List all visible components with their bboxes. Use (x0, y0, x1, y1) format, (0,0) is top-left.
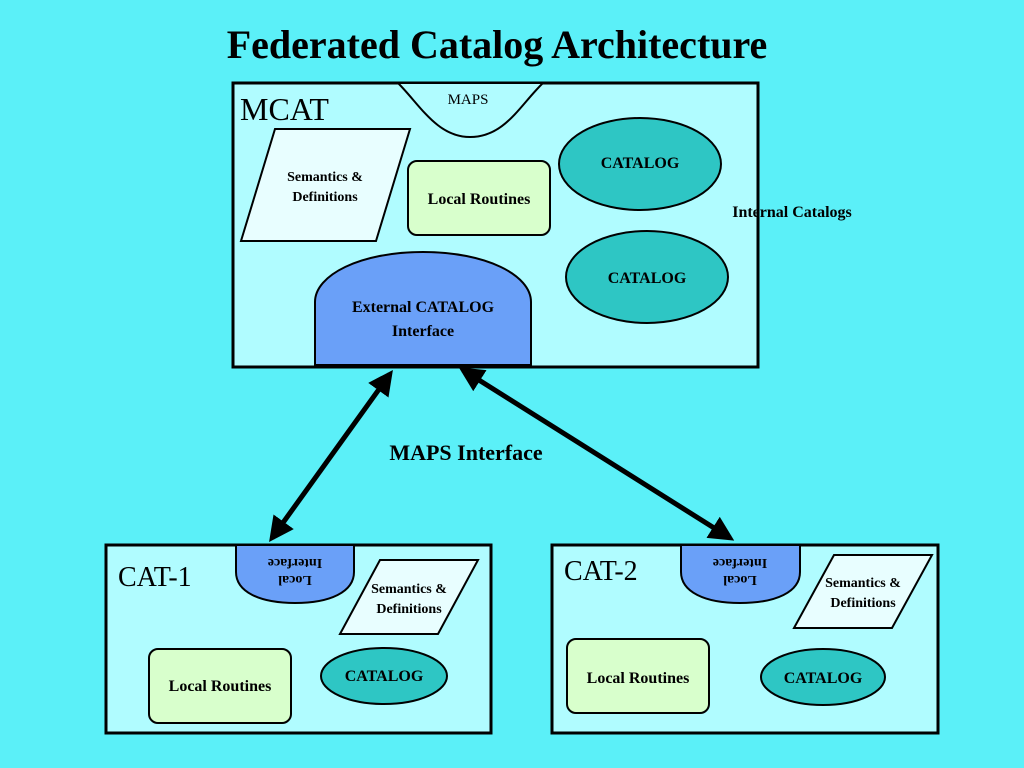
external-catalog-interface: External CATALOG Interface (314, 250, 532, 366)
cat1-box: CAT-1 Local Interface Semantics & Defini… (104, 543, 493, 735)
mcat-catalog-1: CATALOG (558, 117, 722, 211)
cat2-label: CAT-2 (564, 556, 638, 587)
maps-interface-label: MAPS Interface (389, 440, 543, 465)
cat1-local-routines-label: Local Routines (169, 678, 272, 695)
mcat-semantics-definitions: Semantics & Definitions (239, 128, 412, 242)
cat2-local-interface-line1: Local (723, 572, 757, 587)
maps-label: MAPS (448, 92, 489, 108)
cat1-local-interface-line1: Local (278, 572, 312, 587)
external-interface-line2: Interface (392, 323, 454, 340)
mcat-catalog-2: CATALOG (565, 230, 729, 324)
cat1-label: CAT-1 (118, 562, 192, 593)
cat2-semantics-line1: Semantics & (825, 576, 901, 591)
cat1-local-interface: Local Interface (235, 544, 355, 605)
cat2-local-interface-line2: Interface (713, 555, 767, 570)
cat2-local-routines: Local Routines (566, 638, 710, 714)
mcat-catalog-1-label: CATALOG (601, 155, 680, 172)
mcat-semantics-line2: Definitions (292, 190, 358, 205)
cat2-box: CAT-2 Local Interface Semantics & Defini… (550, 543, 940, 735)
external-interface-line1: External CATALOG (352, 299, 495, 316)
cat1-catalog-label: CATALOG (345, 668, 424, 685)
mcat-local-routines: Local Routines (407, 160, 551, 236)
cat1-semantics-line1: Semantics & (371, 582, 447, 597)
cat2-semantics-line2: Definitions (830, 596, 896, 611)
cat1-local-routines: Local Routines (148, 648, 292, 724)
mcat-catalog-2-label: CATALOG (608, 270, 687, 287)
cat2-local-interface: Local Interface (680, 544, 801, 605)
cat1-catalog: CATALOG (320, 647, 448, 705)
maps-arrow-cat2 (458, 367, 735, 541)
cat2-local-routines-label: Local Routines (587, 670, 690, 687)
mcat-label: MCAT (240, 91, 329, 127)
page-title: Federated Catalog Architecture (227, 22, 768, 67)
maps-shape: MAPS (395, 82, 546, 139)
mcat-local-routines-label: Local Routines (428, 191, 531, 208)
mcat-box: MCAT MAPS Semantics & Definitions Local … (231, 81, 760, 369)
cat2-semantics-definitions: Semantics & Definitions (792, 554, 934, 629)
cat2-catalog-label: CATALOG (784, 670, 863, 687)
cat2-catalog: CATALOG (760, 648, 886, 706)
cat1-local-interface-line2: Interface (268, 555, 322, 570)
cat1-semantics-definitions: Semantics & Definitions (338, 559, 480, 635)
maps-arrow-cat1 (269, 369, 393, 543)
internal-catalogs-label: Internal Catalogs (732, 204, 852, 221)
cat1-semantics-line2: Definitions (376, 602, 442, 617)
mcat-semantics-line1: Semantics & (287, 170, 363, 185)
